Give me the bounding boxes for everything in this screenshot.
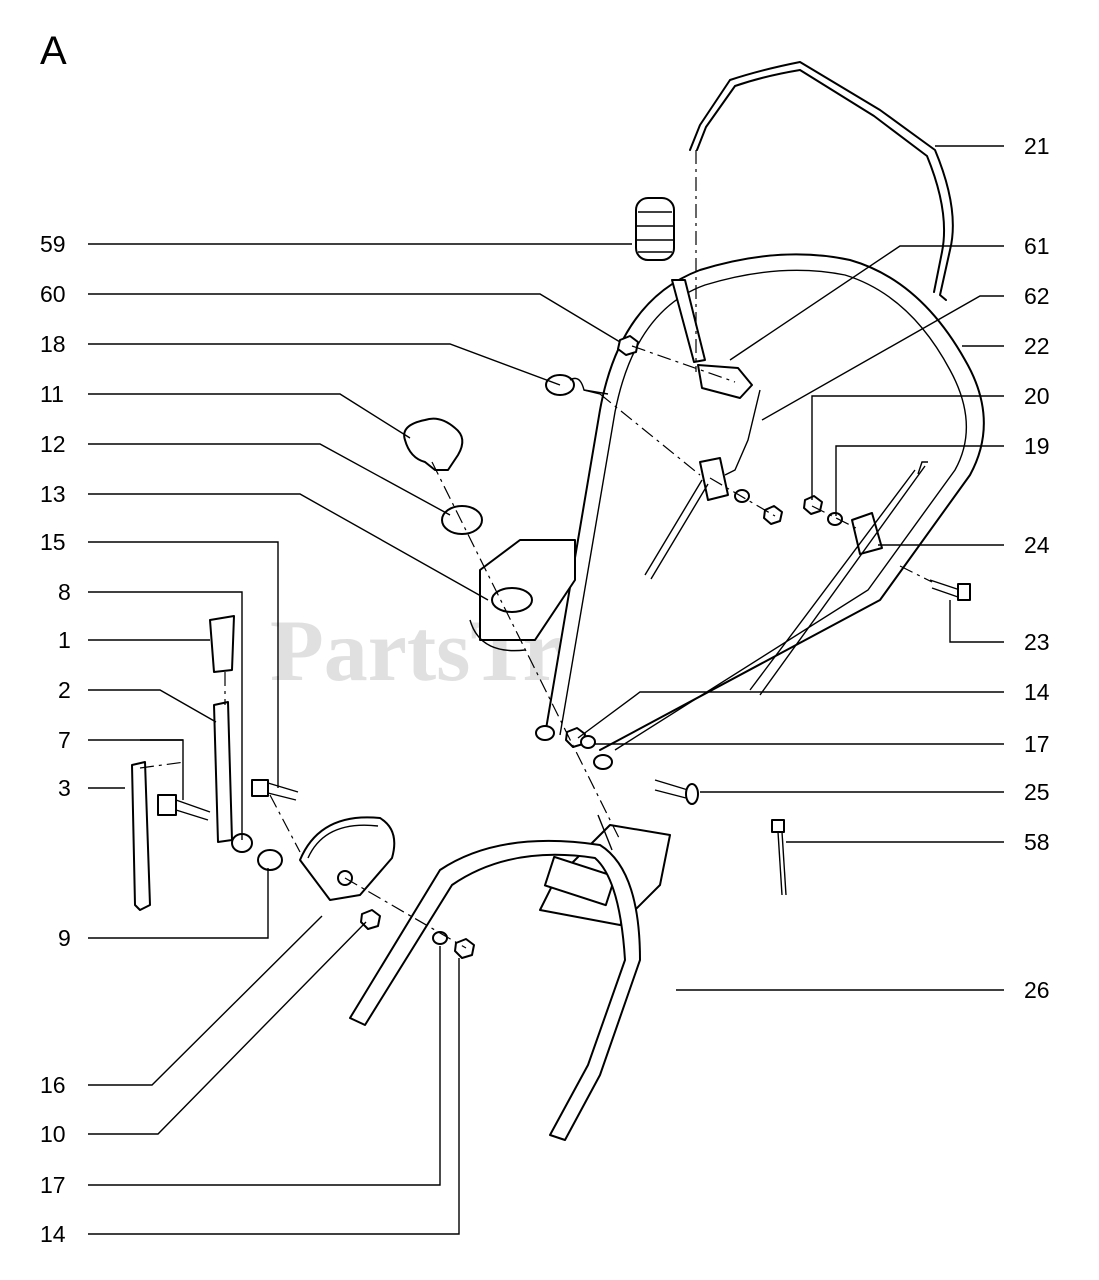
- callout-labels-right: 21 61 62 22 20 19 24 23 14 17 25 58 26: [1024, 133, 1050, 1003]
- part-16-sector: [299, 816, 396, 901]
- part-7-bolt: [157, 794, 211, 821]
- part-25-bolt: [654, 779, 699, 805]
- callout-60: 60: [40, 281, 66, 307]
- part-20-nut: [803, 495, 823, 515]
- part-62-clip: [724, 389, 761, 476]
- part-60-nut: [617, 335, 639, 356]
- callout-14-right: 14: [1024, 679, 1050, 705]
- callout-59: 59: [40, 231, 66, 257]
- part-11-knob: [403, 417, 464, 471]
- part-3-rod: [131, 761, 151, 911]
- part-22-tube-end-left: [535, 725, 555, 741]
- part-cable-clamp-middle: [644, 457, 783, 580]
- part-9-bushing: [257, 849, 283, 871]
- section-letter: A: [40, 29, 67, 73]
- callout-labels-left: 59 60 18 11 12 13 15 8 1 2 7 3 9 16 10 1…: [40, 231, 71, 1247]
- callout-17: 17: [40, 1172, 66, 1198]
- callout-21: 21: [1024, 133, 1050, 159]
- callout-18: 18: [40, 331, 66, 357]
- part-23-bolt: [929, 579, 971, 601]
- part-21-bail: [689, 61, 954, 301]
- part-22-tube-end-right: [593, 754, 613, 770]
- part-24-cable-clamp: [749, 461, 928, 696]
- callout-9: 9: [58, 925, 71, 951]
- part-2-lever: [213, 701, 233, 843]
- leader-lines: [88, 145, 1004, 1235]
- part-58-cable-tie: [771, 819, 787, 896]
- part-13-bracket: [469, 539, 576, 652]
- callout-8: 8: [58, 579, 71, 605]
- part-10-nut: [360, 909, 381, 930]
- part-14-nut: [454, 938, 475, 959]
- callout-2: 2: [58, 677, 71, 703]
- part-22-upper-handle-inner: [559, 269, 968, 751]
- part-12-washer: [441, 505, 483, 535]
- callout-20: 20: [1024, 383, 1050, 409]
- callout-17-right: 17: [1024, 731, 1050, 757]
- callout-26: 26: [1024, 977, 1050, 1003]
- callout-16: 16: [40, 1072, 66, 1098]
- callout-61: 61: [1024, 233, 1050, 259]
- callout-1: 1: [58, 627, 71, 653]
- callout-12: 12: [40, 431, 66, 457]
- callout-58: 58: [1024, 829, 1050, 855]
- callout-62: 62: [1024, 283, 1050, 309]
- callout-23: 23: [1024, 629, 1050, 655]
- callout-22: 22: [1024, 333, 1050, 359]
- callout-13: 13: [40, 481, 66, 507]
- part-mount-plate: [539, 814, 671, 926]
- part-15-screw: [251, 779, 299, 801]
- callout-3: 3: [58, 775, 71, 801]
- callout-15: 15: [40, 529, 66, 555]
- part-22-upper-handle: [544, 253, 985, 751]
- callout-11: 11: [40, 381, 64, 407]
- part-18-spring: [545, 374, 609, 396]
- part-1-grip: [209, 615, 235, 673]
- assembly-axes: [139, 150, 933, 949]
- part-17-washer-upper: [580, 735, 596, 749]
- part-26-lower-handle: [349, 839, 641, 1141]
- callout-14: 14: [40, 1221, 66, 1247]
- callout-25: 25: [1024, 779, 1050, 805]
- parts: [131, 61, 985, 1141]
- callout-19: 19: [1024, 433, 1050, 459]
- callout-10: 10: [40, 1121, 66, 1147]
- part-59-lever-knob: [635, 197, 706, 363]
- callout-24: 24: [1024, 532, 1050, 558]
- part-17-washer: [432, 931, 448, 945]
- callout-7: 7: [58, 727, 71, 753]
